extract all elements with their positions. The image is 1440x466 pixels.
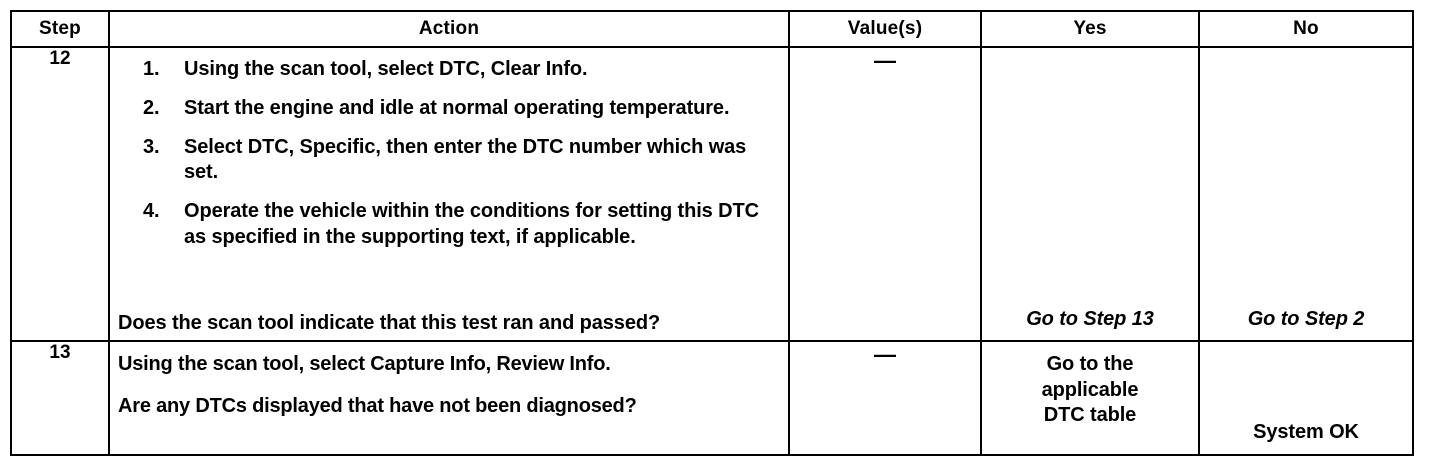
column-header-action: Action xyxy=(108,10,790,48)
table-row: 13 Using the scan tool, select Capture I… xyxy=(10,340,1414,456)
no-cell-step-13: System OK xyxy=(1198,340,1414,456)
action-list-item: 4. Operate the vehicle within the condit… xyxy=(118,199,780,251)
list-item-text: Operate the vehicle within the condition… xyxy=(184,200,759,248)
yes-cell-step-13: Go to the applicable DTC table xyxy=(980,340,1200,456)
list-marker: 3. xyxy=(143,135,160,158)
table-row: 12 1. Using the scan tool, select DTC, C… xyxy=(10,45,1414,343)
yes-cell-step-12: Go to Step 13 xyxy=(980,45,1200,343)
action-line-1: Using the scan tool, select Capture Info… xyxy=(118,353,611,376)
action-list-item: 3. Select DTC, Specific, then enter the … xyxy=(118,135,780,187)
action-cell-step-13: Using the scan tool, select Capture Info… xyxy=(108,340,790,456)
diagnostic-table: Step Action Value(s) Yes No 12 1. Using … xyxy=(10,10,1414,456)
yes-result-line-3: DTC table xyxy=(1043,404,1137,427)
yes-result-block: Go to the applicable DTC table xyxy=(982,342,1198,435)
no-result-text: Go to Step 2 xyxy=(1247,307,1365,330)
yes-result-line-2: applicable xyxy=(1041,378,1139,401)
no-cell-step-12: Go to Step 2 xyxy=(1198,45,1414,343)
column-header-no: No xyxy=(1198,10,1414,48)
action-list-item: 1. Using the scan tool, select DTC, Clea… xyxy=(118,57,780,83)
list-item-text: Start the engine and idle at normal oper… xyxy=(184,96,730,119)
column-header-value: Value(s) xyxy=(788,10,982,48)
action-question-step-12: Does the scan tool indicate that this te… xyxy=(118,312,661,335)
list-item-text: Select DTC, Specific, then enter the DTC… xyxy=(184,135,747,184)
value-cell-step-13: — xyxy=(788,340,982,456)
yes-result-line-1: Go to the xyxy=(1046,353,1134,376)
list-marker: 2. xyxy=(143,96,160,119)
value-cell-step-12: — xyxy=(788,45,982,343)
list-marker: 1. xyxy=(143,58,160,80)
no-result-text: System OK xyxy=(1253,421,1359,444)
column-header-yes: Yes xyxy=(980,10,1200,48)
action-line-2: Are any DTCs displayed that have not bee… xyxy=(118,395,637,418)
yes-result-text: Go to Step 13 xyxy=(1026,307,1154,330)
step-number-12: 12 xyxy=(10,45,110,343)
action-cell-step-12: 1. Using the scan tool, select DTC, Clea… xyxy=(108,45,790,343)
action-list-item: 2. Start the engine and idle at normal o… xyxy=(118,96,780,122)
list-item-text: Using the scan tool, select DTC, Clear I… xyxy=(184,58,588,80)
list-marker: 4. xyxy=(143,200,160,223)
step-number-13: 13 xyxy=(10,340,110,456)
table-header-row: Step Action Value(s) Yes No xyxy=(10,10,1414,48)
column-header-step: Step xyxy=(10,10,110,48)
action-numbered-list-step-12: 1. Using the scan tool, select DTC, Clea… xyxy=(118,57,780,251)
